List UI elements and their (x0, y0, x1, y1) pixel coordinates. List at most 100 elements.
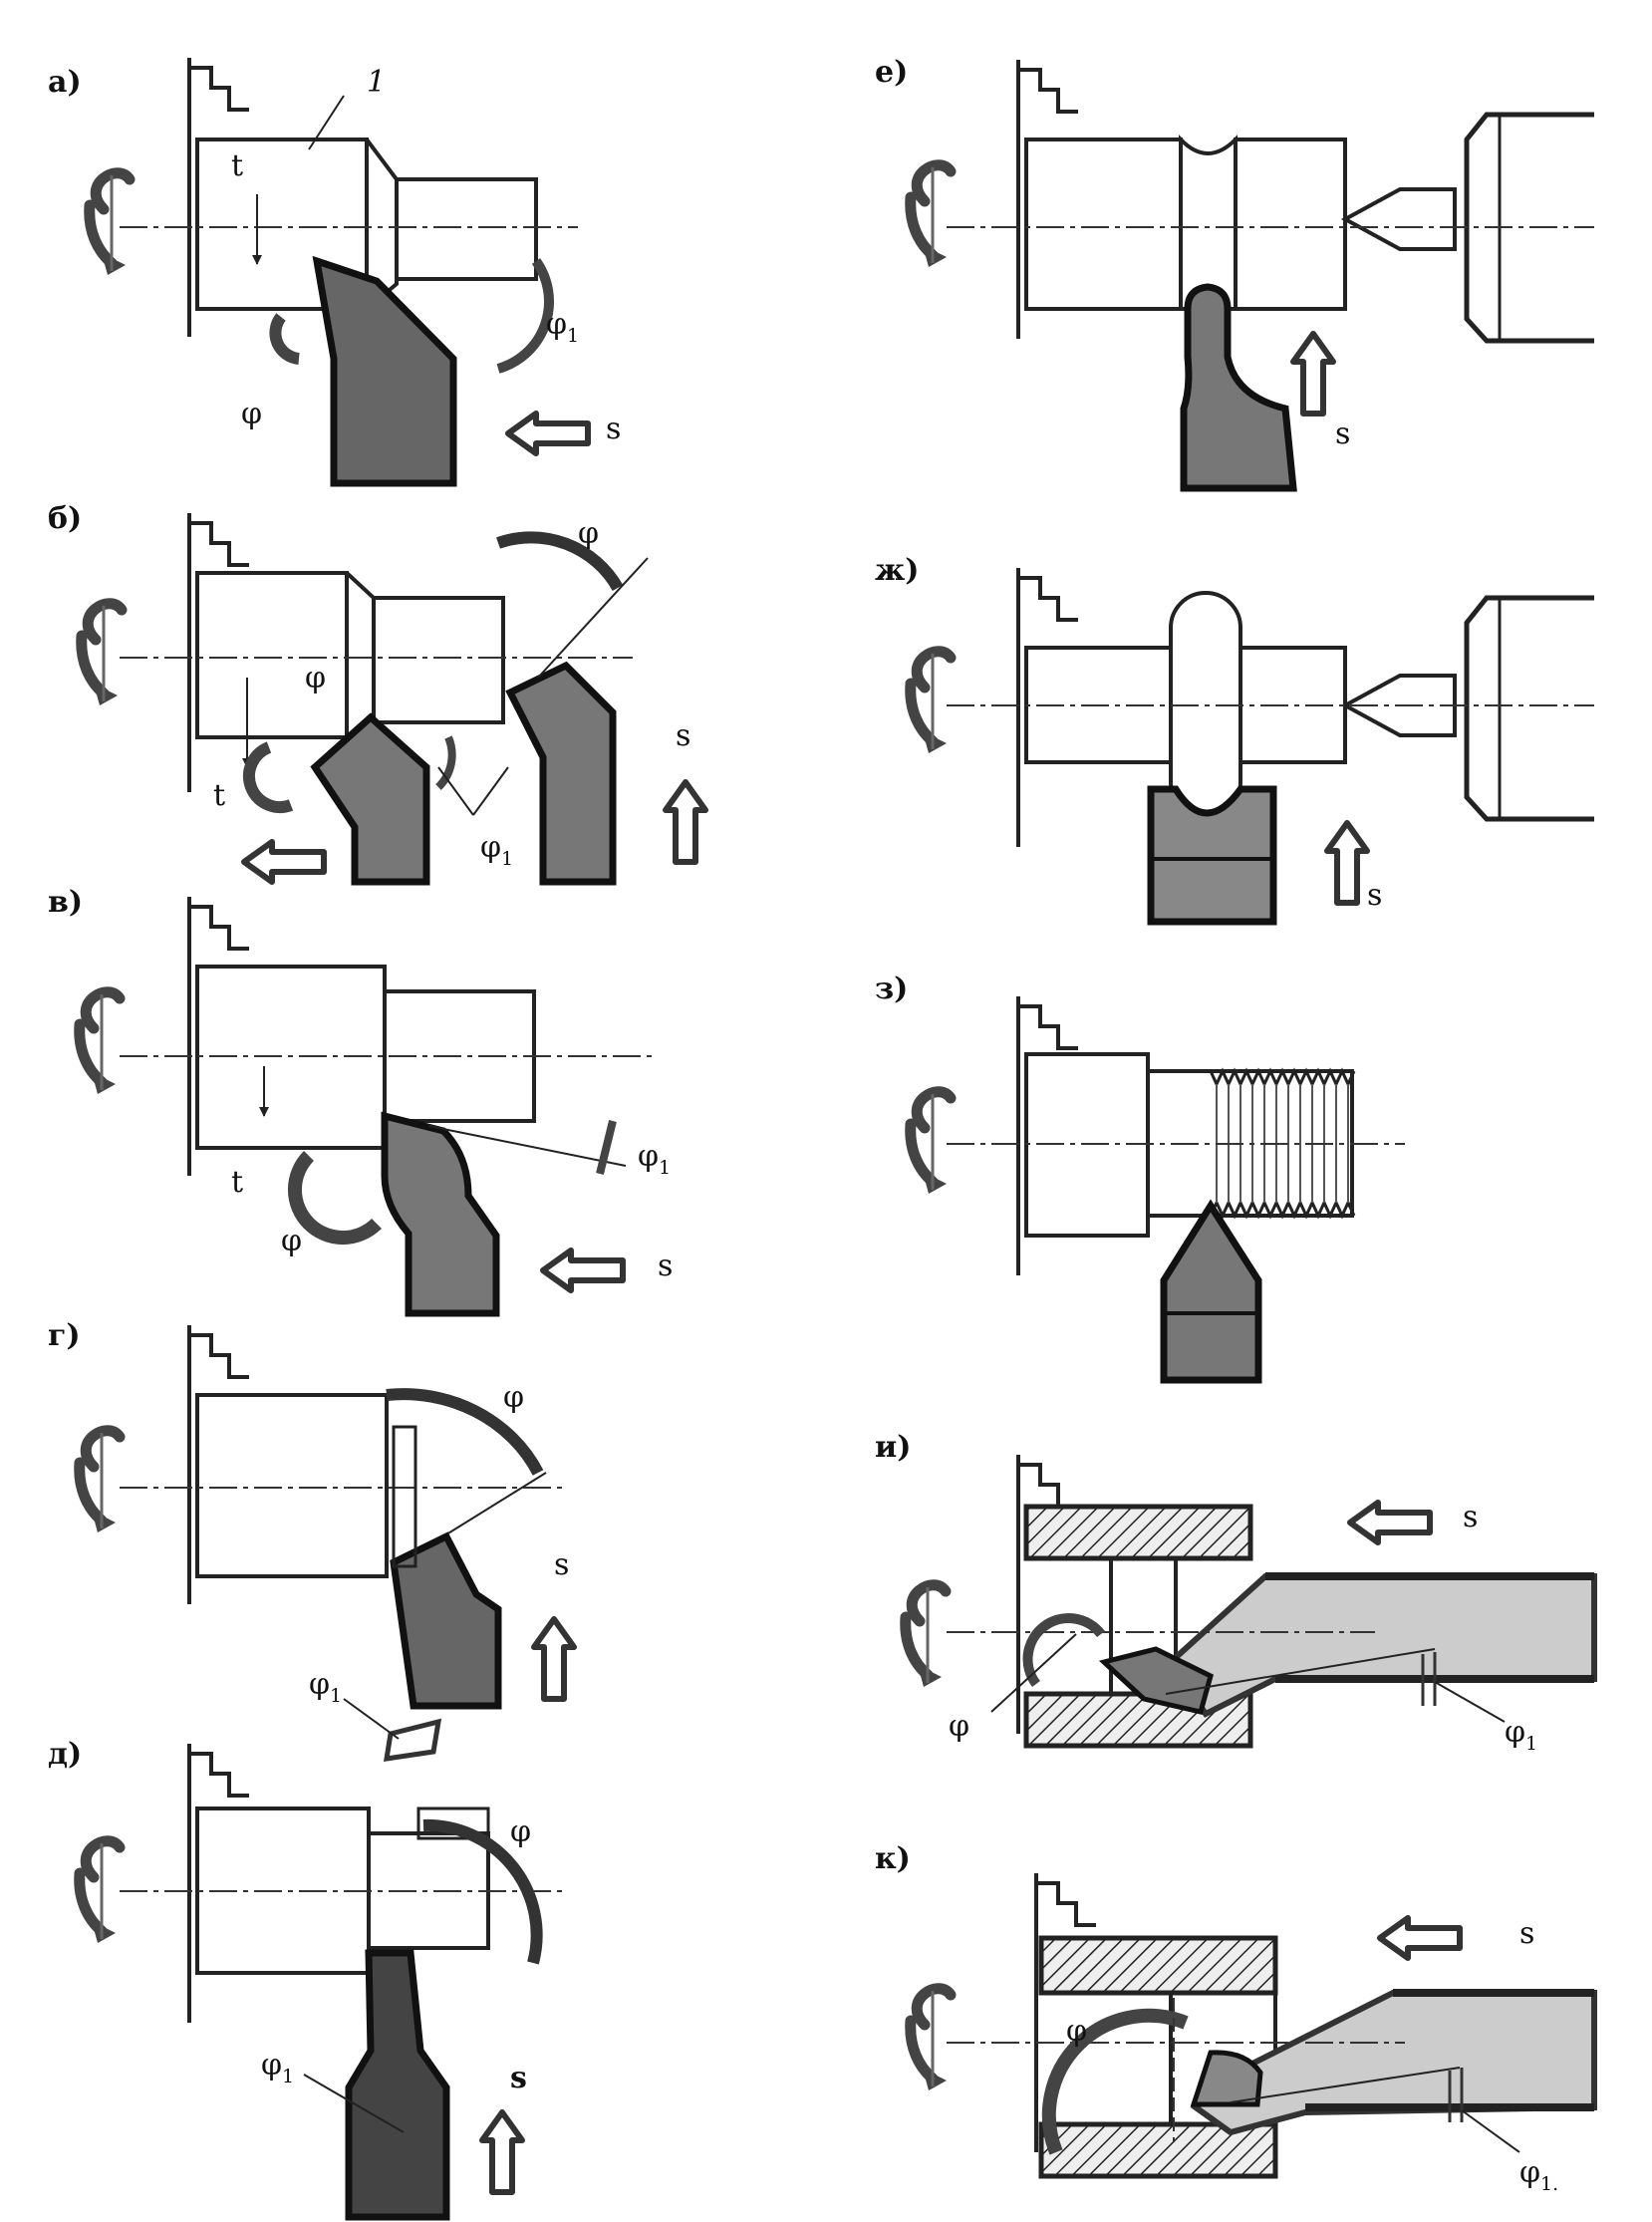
panel-v: в) t φ1 φ s (48, 885, 673, 1317)
workpiece-chamfer (345, 571, 376, 739)
angle-label: φ (510, 1814, 531, 1849)
panel-g: г) φ φ1 s (48, 1318, 574, 1762)
aux-angle-ray (427, 1125, 627, 1167)
aux-leader (437, 766, 474, 816)
feed-arrow-icon (534, 1619, 574, 1699)
panel-label: з) (875, 972, 908, 1006)
rotation-arrow-icon (80, 1431, 120, 1532)
panel-b: б) t φ φ φ1 s (48, 501, 705, 886)
feed-label: s (510, 2061, 527, 2095)
panel-i: и) φ φ1 s (875, 1430, 1597, 1755)
feed-arrow-icon-up (666, 782, 705, 862)
angle-arc (386, 1388, 544, 1476)
panel-label: е) (875, 55, 908, 90)
cutting-tool (390, 1531, 502, 1710)
workpiece (1024, 138, 1183, 311)
panel-label: а) (48, 65, 82, 100)
aux-leader (472, 766, 509, 816)
rotation-arrow-icon (911, 652, 951, 753)
angle-label: φ (949, 1709, 969, 1744)
angle-label: φ (241, 397, 262, 431)
angle-arc (422, 1818, 543, 1965)
tailstock (1464, 112, 1594, 344)
feed-label: s (1463, 1500, 1478, 1534)
panel-label: и) (875, 1430, 911, 1465)
panel-label: в) (48, 885, 83, 920)
workpiece-step (1234, 138, 1347, 311)
aux-angle-ray (1165, 1648, 1436, 1695)
panel-label: к) (875, 1841, 911, 1876)
panel-label: ж) (875, 553, 920, 588)
aux-angle-arc (435, 735, 456, 790)
grooving-tool (1180, 283, 1297, 492)
workpiece (195, 138, 369, 311)
cutting-tool-left (310, 712, 430, 886)
boring-tool-tip (1190, 2050, 1263, 2107)
aux-angle-arc (596, 1120, 617, 1175)
angle-arc (242, 741, 294, 813)
callout-label: 1 (367, 65, 386, 100)
angle-ray (437, 1472, 547, 1540)
aux-angle-label: φ1 (309, 1667, 342, 1707)
angle-label: φ (305, 661, 326, 695)
aux-angle-label: φ1 (638, 1139, 671, 1179)
bore-wall-top (1038, 1935, 1278, 1996)
angle-label: φ (503, 1380, 524, 1415)
aux-angle-label: φ1 (546, 307, 579, 347)
aux-angle-label: φ1 (480, 830, 513, 870)
aux-leader (343, 1698, 400, 1740)
rotation-arrow-icon (911, 165, 951, 267)
angle-leader (990, 1633, 1077, 1713)
boring-tool-tip (1098, 1646, 1214, 1715)
panel-a: а) 1 t φ φ1 s (48, 56, 621, 487)
cutting-tool (345, 1949, 450, 2221)
groove (1179, 135, 1238, 311)
aux-angle-marker (1448, 2068, 1464, 2122)
aux-angle-ray (1230, 2067, 1461, 2103)
aux-leader (1461, 2109, 1520, 2153)
panel-e: е) s (875, 55, 1594, 492)
rotation-arrow-icon (911, 1092, 951, 1194)
aux-angle-arc (496, 258, 554, 374)
angle-arc (269, 313, 300, 365)
aux-leader (303, 2074, 405, 2133)
angle-ray (537, 557, 649, 679)
depth-label: t (213, 778, 225, 813)
feed-arrow-icon (482, 2112, 522, 2192)
threading-tool (1160, 1199, 1262, 1384)
angle-arc (287, 1151, 382, 1246)
angle-label: φ (1066, 2014, 1087, 2049)
boring-bar (1167, 1573, 1597, 1718)
cutting-tool (381, 1111, 500, 1317)
feed-arrow-icon (543, 1250, 623, 1290)
aux-angle-label: φ1 (261, 2048, 294, 2087)
feed-label: s (1519, 1916, 1534, 1951)
angle-label-top: φ (578, 516, 599, 551)
angle-label: φ (281, 1224, 302, 1258)
form-tool (1147, 785, 1277, 926)
feed-arrow-icon (1350, 1503, 1430, 1542)
rotation-arrow-icon (82, 604, 122, 705)
rotation-arrow-icon (90, 173, 130, 275)
panel-d: д) φ φ1 s (48, 1737, 563, 2221)
rotation-arrow-icon (80, 992, 120, 1094)
shoulder (416, 1806, 490, 1840)
boring-bar (1190, 1990, 1597, 2136)
aux-leader (1434, 1681, 1506, 1723)
workpiece-step (372, 596, 505, 724)
aux-angle-label: φ1 (1505, 1715, 1537, 1755)
panel-label: б) (48, 501, 82, 536)
cutting-tool-right (505, 661, 617, 886)
depth-label: t (231, 1165, 243, 1200)
panel-z: з) (875, 972, 1405, 1384)
feed-arrow-icon (508, 414, 588, 453)
feed-label: s (1367, 878, 1382, 913)
panel-label: г) (48, 1318, 81, 1353)
feed-label: s (676, 718, 690, 753)
feed-label: s (658, 1249, 673, 1283)
panel-k: к) φ φ1. s (875, 1841, 1597, 2195)
rotation-arrow-icon (80, 1841, 120, 1943)
cutting-tool (312, 255, 457, 487)
rotation-arrow-icon (911, 1989, 951, 2090)
aux-angle-marker (1421, 1652, 1437, 1706)
